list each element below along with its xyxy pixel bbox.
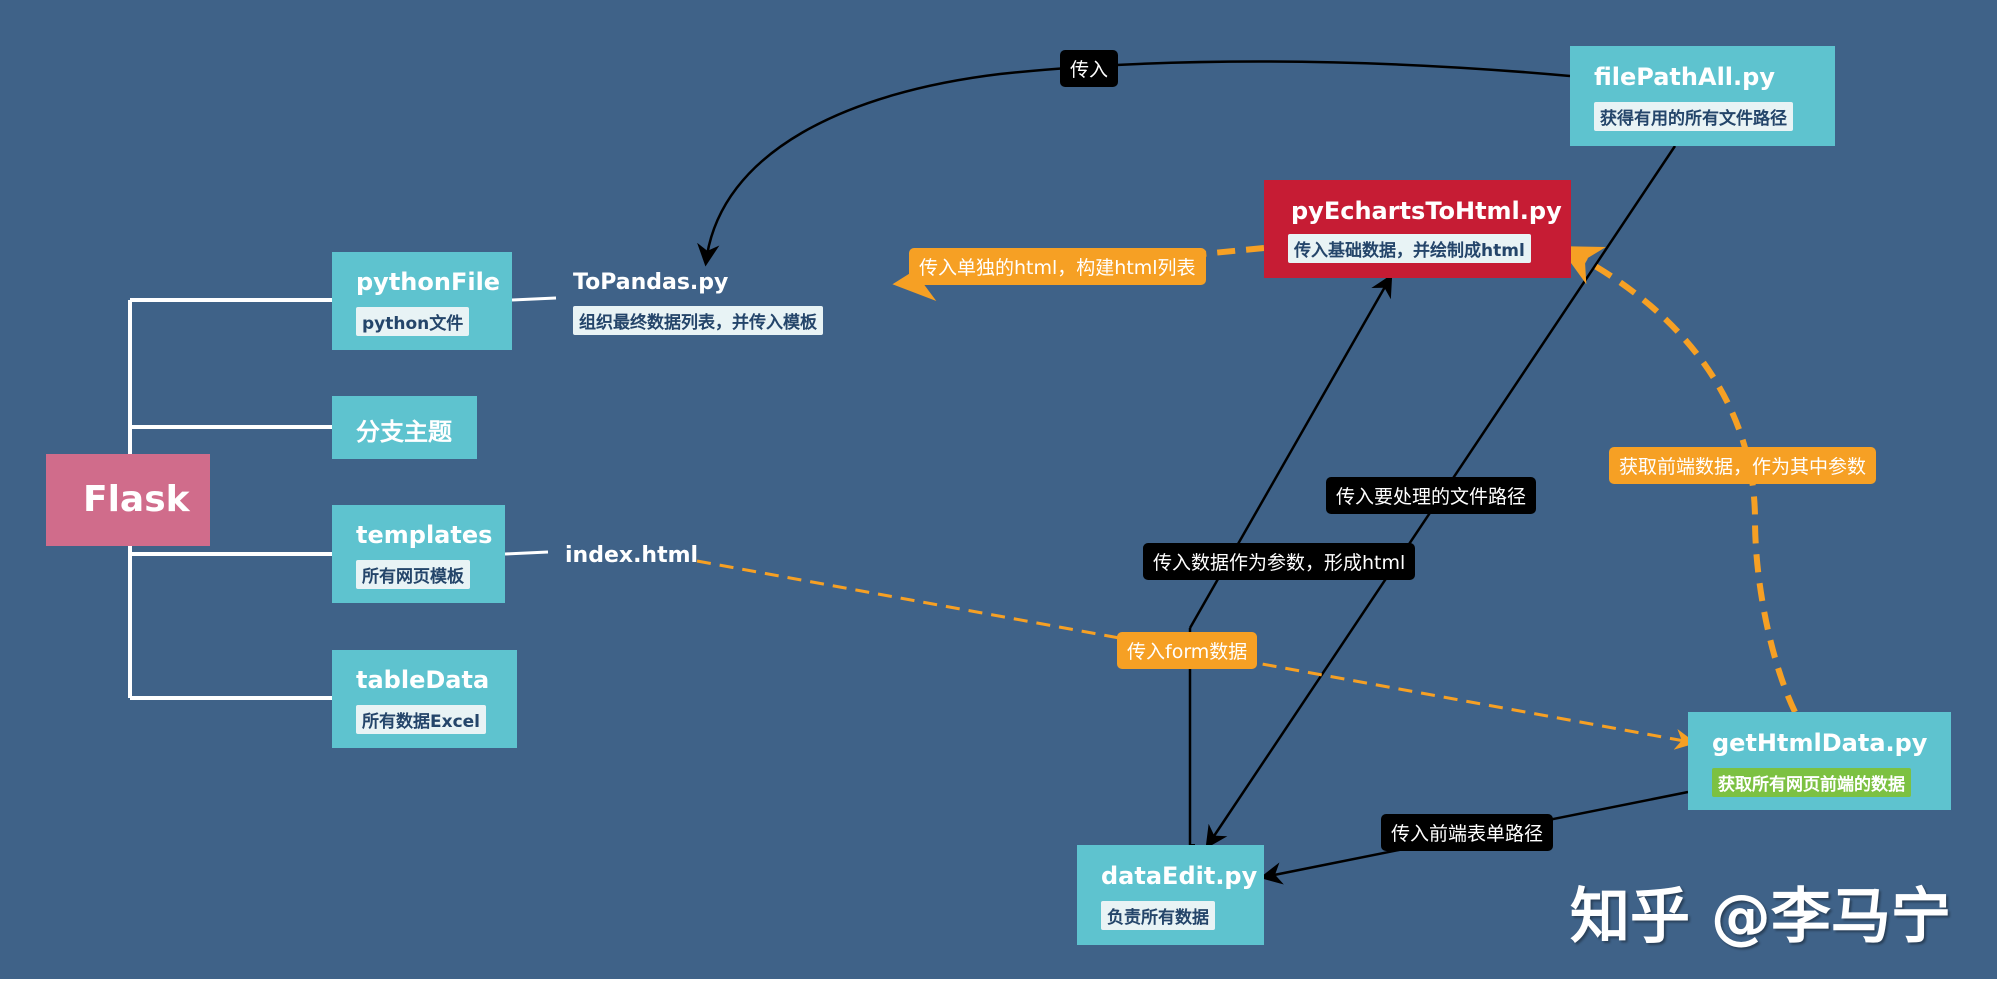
bottom-border [0, 979, 1997, 989]
branch-node-pythonfile[interactable]: pythonFile python文件 [332, 252, 512, 350]
file-topandas-title[interactable]: ToPandas.py [573, 270, 729, 295]
edge-label-pass-in: 传入 [1060, 50, 1119, 87]
branch-title: pythonFile [356, 268, 501, 296]
connector-templates-index [504, 550, 549, 556]
branch-title: templates [356, 521, 493, 549]
node-gethtmldata-subtitle: 获取所有网页前端的数据 [1712, 768, 1911, 797]
node-pyecharts-subtitle: 传入基础数据，并绘制成html [1288, 234, 1531, 263]
node-gethtmldata[interactable]: getHtmlData.py 获取所有网页前端的数据 [1688, 712, 1951, 810]
edge-label-get-frontend-data: 获取前端数据，作为其中参数 [1609, 447, 1877, 484]
arrow-index-to-gethtmldata [696, 559, 1697, 750]
node-filepathall-subtitle: 获得有用的所有文件路径 [1594, 102, 1793, 131]
file-index-title[interactable]: index.html [565, 543, 699, 568]
edge-label-pass-form-data: 传入form数据 [1117, 632, 1258, 669]
branch-title: 分支主题 [356, 418, 452, 446]
node-gethtmldata-title: getHtmlData.py [1712, 729, 1928, 757]
edge-label-pass-form-path: 传入前端表单路径 [1381, 814, 1554, 851]
branch-title: tableData [356, 666, 490, 694]
branch-subtitle: python文件 [356, 307, 470, 336]
node-filepathall-title: filePathAll.py [1594, 63, 1775, 91]
root-node-flask[interactable]: Flask [46, 454, 210, 546]
node-dataedit-title: dataEdit.py [1101, 862, 1258, 890]
branch-node-tabledata[interactable]: tableData 所有数据Excel [332, 650, 517, 748]
file-topandas-subtitle: 组织最终数据列表，并传入模板 [573, 306, 823, 335]
branch-subtitle: 所有数据Excel [356, 705, 487, 734]
watermark-text: 知乎 @李马宁 [1570, 882, 1951, 952]
edge-label-pass-single-html: 传入单独的html，构建html列表 [909, 248, 1206, 285]
connector-pythonfile-topandas [511, 296, 557, 302]
node-pyecharts[interactable]: pyEchartsToHtml.py 传入基础数据，并绘制成html [1264, 180, 1571, 278]
root-node-title: Flask [83, 479, 190, 520]
branch-node-templates[interactable]: templates 所有网页模板 [332, 505, 505, 603]
node-dataedit-subtitle: 负责所有数据 [1101, 901, 1215, 930]
arrow-gethtmldata-to-pyecharts [1558, 246, 1798, 714]
branch-subtitle: 所有网页模板 [356, 560, 470, 589]
edge-label-pass-file-path: 传入要处理的文件路径 [1326, 477, 1537, 514]
node-dataedit[interactable]: dataEdit.py 负责所有数据 [1077, 845, 1264, 945]
branch-node-topic[interactable]: 分支主题 [332, 396, 477, 459]
node-pyecharts-title: pyEchartsToHtml.py [1291, 197, 1562, 225]
arrow-filepathall-to-topandas [697, 60, 1571, 267]
edge-label-pass-data-params: 传入数据作为参数，形成html [1143, 543, 1416, 580]
node-filepathall[interactable]: filePathAll.py 获得有用的所有文件路径 [1570, 46, 1835, 146]
